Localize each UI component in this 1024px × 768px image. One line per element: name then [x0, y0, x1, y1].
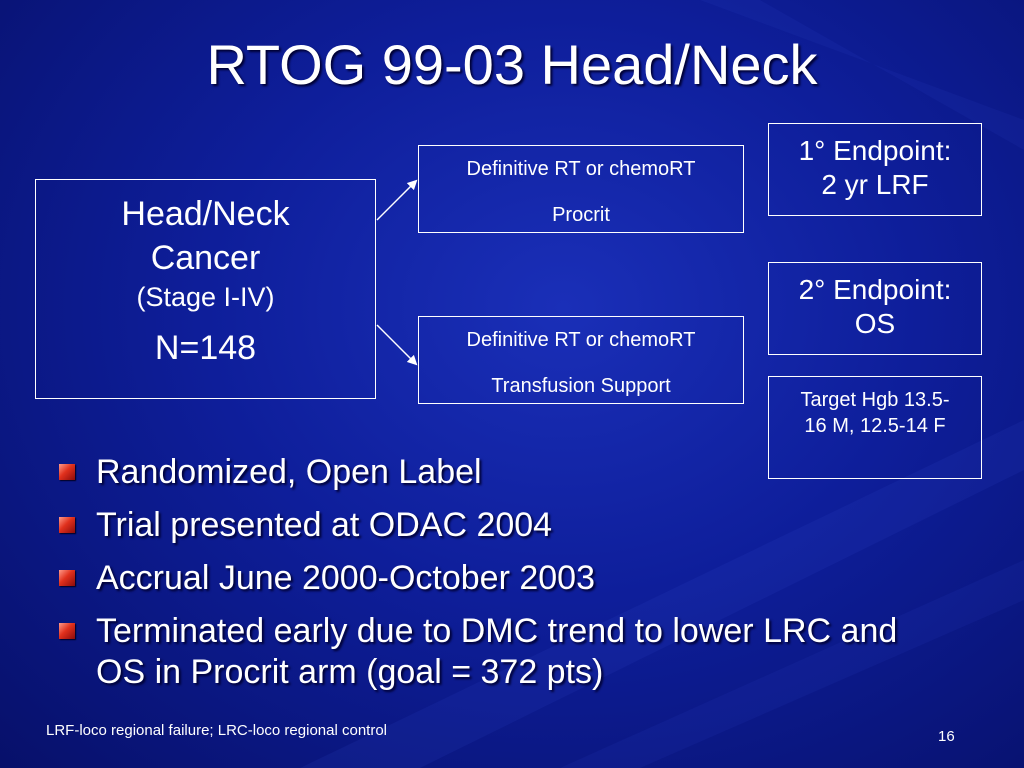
- secondary-endpoint-label: 2° Endpoint:: [798, 274, 952, 305]
- arrow-to-procrit-arm: [376, 179, 418, 221]
- arm-transfusion-box: Definitive RT or chemoRT Transfusion Sup…: [418, 316, 744, 404]
- arm-procrit-treatment: Definitive RT or chemoRT: [466, 158, 696, 180]
- population-line-2: Cancer: [150, 239, 261, 277]
- primary-endpoint-label: 1° Endpoint:: [798, 135, 952, 166]
- slide-title: RTOG 99-03 Head/Neck: [206, 33, 818, 96]
- target-hgb-line-2: 16 M, 12.5-14 F: [804, 415, 946, 437]
- target-hgb-line-1: Target Hgb 13.5-: [800, 389, 950, 411]
- footnote: LRF-loco regional failure; LRC-loco regi…: [46, 722, 387, 739]
- arm-procrit-label: Procrit: [552, 204, 610, 226]
- square-bullet-icon: [59, 623, 75, 639]
- bullet-item: Accrual June 2000-October 2003: [55, 558, 955, 599]
- secondary-endpoint-box: 2° Endpoint: OS: [768, 262, 982, 355]
- arm-transfusion-treatment: Definitive RT or chemoRT: [466, 329, 696, 351]
- primary-endpoint-box: 1° Endpoint: 2 yr LRF: [768, 123, 982, 216]
- bullet-text: Randomized, Open Label: [96, 453, 482, 491]
- square-bullet-icon: [59, 517, 75, 533]
- target-hgb-box: Target Hgb 13.5- 16 M, 12.5-14 F: [768, 376, 982, 479]
- population-line-1: Head/Neck: [121, 195, 290, 233]
- bullet-item: Trial presented at ODAC 2004: [55, 505, 955, 546]
- bullet-item: Randomized, Open Label: [55, 452, 955, 493]
- square-bullet-icon: [59, 464, 75, 480]
- arm-transfusion-label: Transfusion Support: [491, 375, 671, 397]
- arm-procrit-box: Definitive RT or chemoRT Procrit: [418, 145, 744, 233]
- page-number: 16: [938, 728, 955, 745]
- bullet-list: Randomized, Open Label Trial presented a…: [55, 452, 955, 705]
- bullet-text: Accrual June 2000-October 2003: [96, 559, 595, 597]
- arrow-to-transfusion-arm: [376, 324, 418, 366]
- secondary-endpoint-value: OS: [854, 308, 896, 339]
- population-box: Head/Neck Cancer (Stage I-IV) N=148: [35, 179, 376, 399]
- primary-endpoint-value: 2 yr LRF: [821, 169, 929, 200]
- bullet-text: Trial presented at ODAC 2004: [96, 506, 553, 544]
- bullet-text: Terminated early due to DMC trend to low…: [96, 612, 898, 691]
- square-bullet-icon: [59, 570, 75, 586]
- bullet-item: Terminated early due to DMC trend to low…: [55, 611, 955, 693]
- population-stage: (Stage I-IV): [136, 282, 275, 312]
- population-n: N=148: [154, 329, 257, 367]
